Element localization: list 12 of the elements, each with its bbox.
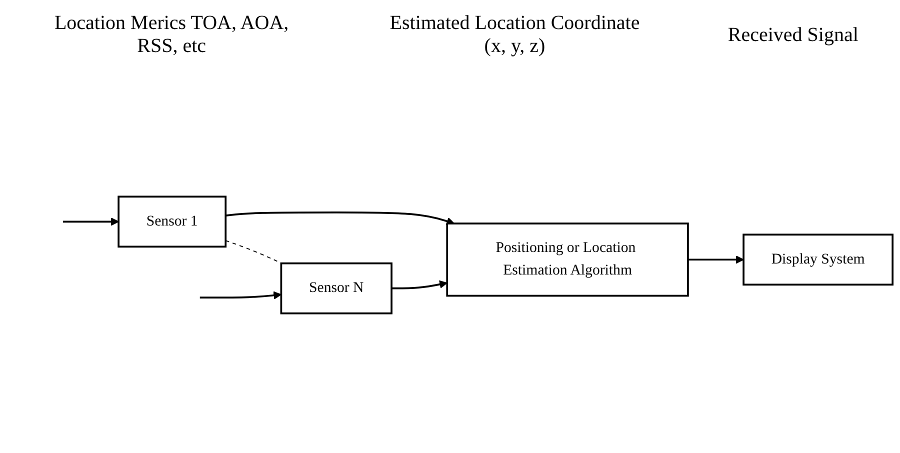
node-box: Display System	[742, 234, 894, 286]
node-box: Sensor N	[280, 262, 392, 314]
arrow	[226, 211, 455, 226]
annotation-text: Location Merics TOA, AOA, RSS, etc	[53, 12, 290, 58]
arrow	[392, 280, 448, 290]
arrow	[63, 218, 119, 226]
arrow	[200, 291, 282, 300]
node-box: Sensor 1	[118, 196, 227, 248]
annotation-text: Received Signal	[728, 24, 858, 46]
arrow	[688, 256, 744, 264]
node-box: Positioning or Location Estimation Algorithm	[446, 222, 689, 297]
annotation-text: Estimated Location Coordinate (x, y, z)	[388, 12, 641, 58]
